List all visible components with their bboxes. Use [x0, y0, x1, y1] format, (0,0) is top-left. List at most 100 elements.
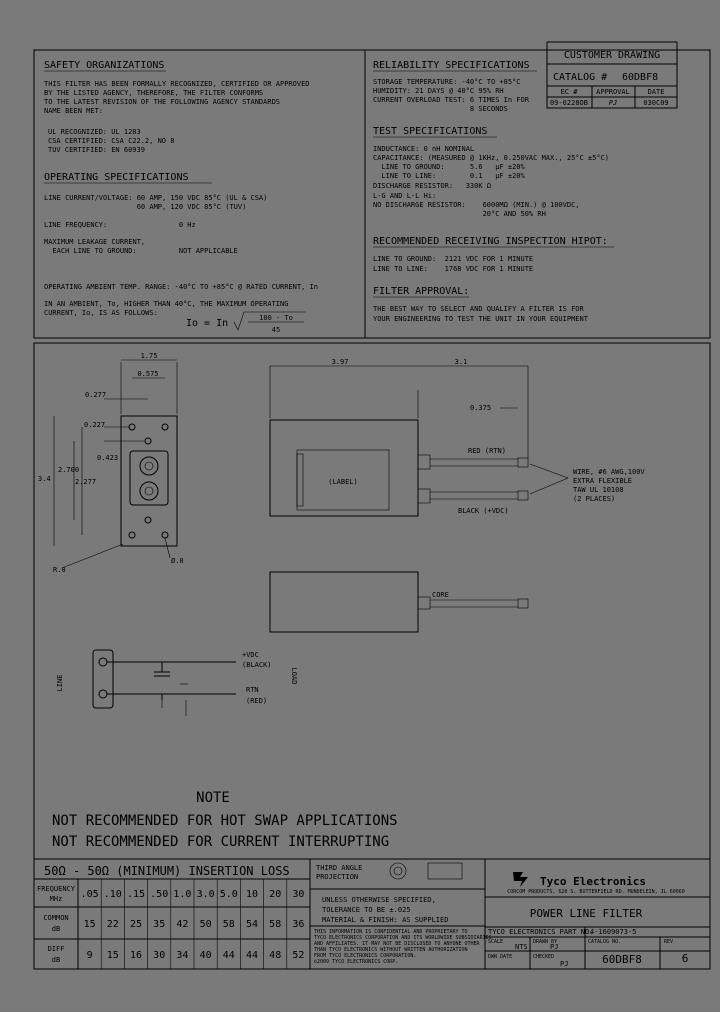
approval-line: YOUR ENGINEERING TO TEST THE UNIT IN YOU… [373, 315, 589, 323]
diff-cell: 52 [292, 950, 304, 961]
reliability-line: HUMIDITY: 21 DAYS @ 40°C 95% RH [373, 87, 504, 95]
reliability-section: RELIABILITY SPECIFICATIONS STORAGE TEMPE… [373, 60, 537, 113]
dim-offset: 0.277 [85, 391, 106, 399]
tolerance-line: TOLERANCE TO BE ±.025 [322, 906, 411, 914]
note-line: NOT RECOMMENDED FOR HOT SWAP APPLICATION… [52, 813, 398, 829]
wire-note: (2 PLACES) [573, 495, 615, 503]
common-label: dB [52, 925, 60, 933]
common-cell: 36 [292, 919, 304, 930]
reliability-line: STORAGE TEMPERATURE: -40°C TO +85°C [373, 78, 521, 86]
freq-cell: 5.0 [220, 889, 238, 900]
test-line: LINE TO LINE: 0.1 µF ±20% [373, 172, 526, 180]
freq-cell: .10 [104, 889, 122, 900]
ec-value: 09-0228OB [550, 99, 588, 107]
diff-cell: 9 [87, 950, 93, 961]
operating-line: OPERATING AMBIENT TEMP. RANGE: -40°C TO … [44, 283, 318, 291]
insertion-title: 50Ω - 50Ω (MINIMUM) INSERTION LOSS [44, 864, 290, 878]
operating-line: LINE FREQUENCY: 0 Hz [44, 221, 196, 229]
dim-lead-length: 3.1 [455, 358, 468, 366]
formula-numerator: 100 - To [259, 314, 293, 322]
inspection-section: RECOMMENDED RECEIVING INSPECTION HIPOT: … [373, 236, 614, 273]
diff-label: dB [52, 956, 60, 964]
scale-label: SCALE [488, 939, 503, 945]
common-cell: 42 [176, 919, 188, 930]
operating-line: LINE CURRENT/VOLTAGE: 60 AMP, 150 VDC 85… [44, 194, 267, 202]
operating-heading: OPERATING SPECIFICATIONS [44, 172, 189, 183]
safety-text: TO THE LATEST REVISION OF THE FOLLOWING … [44, 98, 280, 106]
approval-signature: PJ [609, 99, 617, 107]
test-line: INDUCTANCE: 0 nH NOMINAL [373, 145, 474, 153]
confidential-line: FROM TYCO ELECTRONICS CORPORATION. [314, 953, 416, 959]
common-cell: 58 [269, 919, 281, 930]
freq-cell: .15 [127, 889, 145, 900]
side-view: (LABEL) RED (RTN) BLACK (+VDC) WIRE, #6 … [269, 358, 645, 517]
freq-cell: 20 [269, 889, 281, 900]
formula-left: Io = In [186, 318, 228, 329]
part-label: TYCO ELECTRONICS PART NO. [488, 928, 593, 936]
checked-label: CHECKED [533, 954, 554, 960]
safety-heading: SAFETY ORGANIZATIONS [44, 60, 164, 71]
diff-cell: 34 [176, 950, 188, 961]
upper-frame [33, 49, 711, 339]
notes: NOTE NOT RECOMMENDED FOR HOT SWAP APPLIC… [52, 790, 398, 850]
inspection-line: LINE TO LINE: 1768 VDC FOR 1 MINUTE [373, 265, 533, 273]
note-line: NOT RECOMMENDED FOR CURRENT INTERRUPTING [52, 834, 389, 850]
reliability-line: CURRENT OVERLOAD TEST: 6 TIMES In FOR [373, 96, 530, 104]
diff-cell: 48 [269, 950, 281, 961]
title-block: CUSTOMER DRAWING CATALOG # 60DBF8 EC # A… [546, 41, 678, 109]
operating-line: EACH LINE TO GROUND: NOT APPLICABLE [44, 247, 238, 255]
confidential-line: THIS INFORMATION IS CONFIDENTIAL AND PRO… [314, 929, 468, 935]
wire-note: TAW UL 10108 [573, 486, 624, 494]
ec-header: EC # [561, 88, 579, 96]
confidential-line: AND AFFILIATES. IT MAY NOT BE DISCLOSED … [314, 941, 481, 947]
operating-line: MAXIMUM LEAKAGE CURRENT, [44, 238, 145, 246]
part-number: 4-1609073-5 [590, 928, 636, 936]
safety-section: SAFETY ORGANIZATIONS THIS FILTER HAS BEE… [44, 60, 310, 154]
common-cell: 15 [84, 919, 96, 930]
confidential-line: TYCO ELECTRONICS CORPORATION AND ITS WOR… [314, 935, 492, 941]
insertion-loss-table: 50Ω - 50Ω (MINIMUM) INSERTION LOSS FREQU… [33, 858, 311, 970]
operating-line: 60 AMP, 120 VDC 85°C (TUV) [44, 203, 246, 211]
dim-hole-spacing: 0.575 [137, 370, 158, 378]
safety-text: BY THE LISTED AGENCY, THEREFORE, THE FIL… [44, 89, 263, 97]
drawn-label: DRAWN BY [533, 939, 557, 945]
vdc-label: +VDC [242, 651, 259, 659]
dim-length: 3.97 [332, 358, 349, 366]
black-lead-label: BLACK (+VDC) [458, 507, 509, 515]
projection-label: THIRD ANGLE [316, 864, 362, 872]
test-line: DISCHARGE RESISTOR: 330K Ω [373, 182, 491, 190]
tyco-logo-icon [513, 872, 528, 887]
safety-text: THIS FILTER HAS BEEN FORMALLY RECOGNIZED… [44, 80, 310, 88]
line-label: LINE [56, 675, 64, 692]
checked-value: PJ [560, 960, 568, 968]
load-label: LOAD [290, 668, 298, 685]
dim-top: 0.227 [84, 421, 105, 429]
product-title: POWER LINE FILTER [530, 907, 643, 920]
catalog-number: 60DBF8 [622, 72, 658, 83]
scale-value: NTS [515, 943, 528, 951]
schematic: LINE LOAD +VDC (BLACK) RTN (RED) [56, 649, 298, 716]
common-label: COMMON [43, 914, 68, 922]
common-cell: 25 [130, 919, 142, 930]
company-address: CORCOM PRODUCTS, 620 S. BUTTERFIELD RD. … [507, 889, 685, 895]
note-heading: NOTE [196, 790, 230, 806]
drawn-value: PJ [550, 943, 558, 951]
approval-section: FILTER APPROVAL: THE BEST WAY TO SELECT … [373, 286, 589, 323]
diff-cell: 16 [130, 950, 142, 961]
common-cell: 22 [107, 919, 119, 930]
dim-mid: 0.423 [97, 454, 118, 462]
approval-header: APPROVAL [596, 88, 630, 96]
freq-label: FREQUENCY [37, 885, 76, 893]
freq-cell: .05 [81, 889, 99, 900]
diff-cell: 40 [200, 950, 212, 961]
core-label: CORE [432, 591, 449, 599]
test-line: LINE TO GROUND: 5.6 µF ±20% [373, 163, 526, 171]
red-lead-label: RED (RTN) [468, 447, 506, 455]
company-block: Tyco Electronics CORCOM PRODUCTS, 620 S.… [484, 858, 711, 970]
test-line: 20°C AND 50% RH [373, 210, 546, 218]
freq-cell: 1.0 [173, 889, 191, 900]
diff-label: DIFF [48, 945, 65, 953]
operating-line: IN AN AMBIENT, To, HIGHER THAN 40°C, THE… [44, 300, 288, 308]
test-heading: TEST SPECIFICATIONS [373, 126, 487, 137]
